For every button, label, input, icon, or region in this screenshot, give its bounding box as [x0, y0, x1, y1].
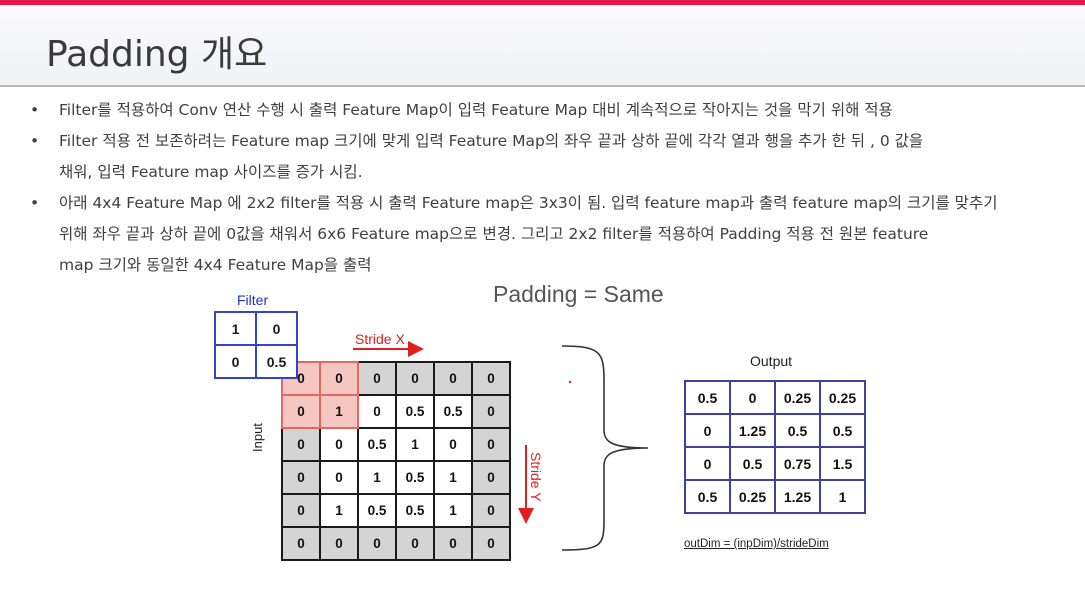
input-cell: 0 [357, 394, 397, 429]
output-cell: 0.75 [774, 446, 821, 481]
bullet-text-line: 위해 좌우 끝과 상하 끝에 0값을 채워서 6x6 Feature map으로… [59, 225, 929, 243]
output-cell: 1.25 [729, 413, 776, 448]
input-cell: 0 [471, 361, 511, 396]
diagram-heading: Padding = Same [493, 281, 664, 307]
input-cell: 1 [319, 394, 359, 429]
input-cell: 1 [357, 460, 397, 495]
output-cell: 0.5 [684, 380, 731, 415]
input-cell: 0 [281, 493, 321, 528]
output-cell: 1.25 [774, 479, 821, 514]
input-cell: 1 [395, 427, 435, 462]
input-cell: 0.5 [433, 394, 473, 429]
input-cell: 0 [319, 460, 359, 495]
output-cell: 0.5 [819, 413, 866, 448]
bullet-text-line: Filter를 적용하여 Conv 연산 수행 시 출력 Feature Map… [59, 101, 893, 119]
output-cell: 0 [684, 413, 731, 448]
output-cell: 0.25 [819, 380, 866, 415]
input-cell: 0 [395, 361, 435, 396]
output-cell: 0.5 [774, 413, 821, 448]
output-cell: 0.5 [684, 479, 731, 514]
input-cell: 0.5 [395, 394, 435, 429]
output-label: Output [750, 353, 793, 369]
output-cell: 0.25 [774, 380, 821, 415]
input-cell: 0 [471, 493, 511, 528]
bullet-text-line: 아래 4x4 Feature Map 에 2x2 filter를 적용 시 출력… [59, 194, 998, 212]
input-cell: 0 [281, 526, 321, 561]
input-cell: 0 [433, 427, 473, 462]
input-cell: 0 [433, 361, 473, 396]
input-cell: 1 [319, 493, 359, 528]
input-cell: 0 [471, 427, 511, 462]
filter-cell: 0 [214, 344, 257, 379]
input-cell: 0 [281, 460, 321, 495]
filter-label: Filter [237, 292, 269, 308]
bullet-text-line: map 크기와 동일한 4x4 Feature Map을 출력 [59, 256, 372, 274]
output-cell: 1.5 [819, 446, 866, 481]
input-cell: 0 [281, 394, 321, 429]
input-label: Input [250, 423, 265, 452]
output-dim-formula: outDim = (inpDim)/strideDim [684, 538, 829, 550]
bullet-item: • Filter 적용 전 보존하려는 Feature map 크기에 맞게 입력… [30, 126, 1070, 188]
stride-y-label: Stride Y [528, 452, 544, 502]
output-cell: 1 [819, 479, 866, 514]
curly-brace-icon [561, 345, 649, 551]
input-cell: 0 [319, 427, 359, 462]
input-cell: 0 [395, 526, 435, 561]
input-cell: 0.5 [395, 493, 435, 528]
filter-cell: 0.5 [255, 344, 298, 379]
input-cell: 0 [281, 427, 321, 462]
bullet-dot-icon: • [30, 101, 40, 119]
bullet-text-line: Filter 적용 전 보존하려는 Feature map 크기에 맞게 입력 … [59, 132, 924, 150]
bullet-dot-icon: • [30, 132, 40, 150]
input-cell: 0 [433, 526, 473, 561]
output-cell: 0.25 [729, 479, 776, 514]
bullet-text-line: 채워, 입력 Feature map 사이즈를 증가 시킴. [59, 163, 363, 181]
input-cell: 1 [433, 493, 473, 528]
bullet-dot-icon: • [30, 194, 40, 212]
input-cell: 0.5 [357, 493, 397, 528]
stray-dot [568, 380, 572, 384]
stride-x-label: Stride X [355, 331, 405, 347]
input-cell: 0 [471, 526, 511, 561]
slide-header: Padding 개요 [0, 5, 1085, 85]
input-cell: 0 [357, 526, 397, 561]
input-cell: 0.5 [357, 427, 397, 462]
input-cell: 0 [471, 460, 511, 495]
input-cell: 0 [471, 394, 511, 429]
input-cell: 0 [319, 361, 359, 396]
input-cell: 0.5 [395, 460, 435, 495]
output-cell: 0 [684, 446, 731, 481]
accent-bar [0, 0, 1085, 5]
input-cell: 0 [319, 526, 359, 561]
bullet-item: • 아래 4x4 Feature Map 에 2x2 filter를 적용 시 출… [30, 188, 1070, 281]
input-cell: 0 [281, 361, 321, 396]
output-cell: 0 [729, 380, 776, 415]
output-cell: 0.5 [729, 446, 776, 481]
filter-cell: 0 [255, 311, 298, 346]
filter-cell: 1 [214, 311, 257, 346]
slide-title: Padding 개요 [46, 34, 268, 75]
input-cell: 1 [433, 460, 473, 495]
bullet-list: • Filter를 적용하여 Conv 연산 수행 시 출력 Feature Ma… [30, 95, 1070, 281]
input-cell: 0 [357, 361, 397, 396]
bullet-item: • Filter를 적용하여 Conv 연산 수행 시 출력 Feature Ma… [30, 95, 1070, 126]
title-divider [0, 85, 1085, 87]
